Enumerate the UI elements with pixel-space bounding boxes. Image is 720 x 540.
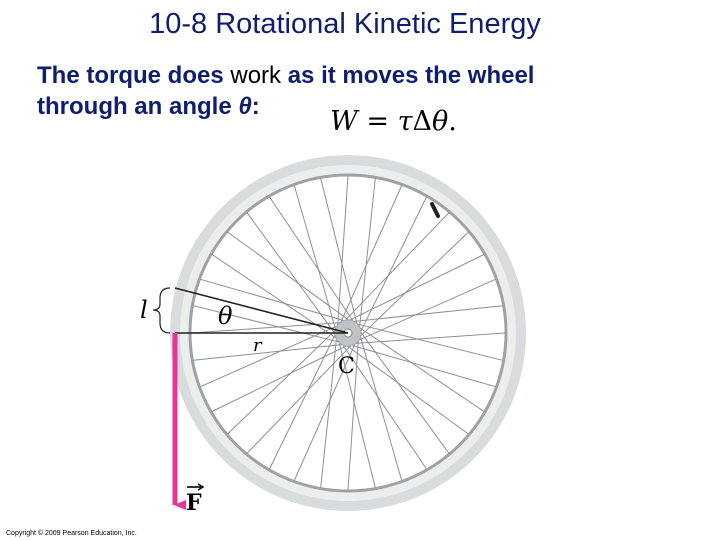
wheel-spoke (211, 343, 352, 412)
formula-equals: = (357, 106, 398, 137)
wheel-spoke (353, 278, 496, 343)
wheel-spoke (346, 343, 496, 388)
wheel-spoke (227, 325, 340, 435)
body-text-part: through an angle (37, 93, 239, 120)
wheel-spoke (293, 185, 338, 335)
theta-symbol: θ (238, 93, 252, 120)
wheel-spoke (320, 178, 359, 329)
wheel-spoke (193, 343, 348, 361)
wheel-spoke (348, 305, 503, 323)
label-force-f: F (186, 490, 202, 516)
wheel-spoke (320, 333, 338, 488)
wheel-spoke (352, 322, 503, 361)
label-l: l (140, 296, 148, 324)
wheel-spoke (246, 212, 339, 339)
label-center-c: C (338, 354, 355, 379)
wheel-spoke (358, 178, 376, 333)
wheel-spoke (340, 212, 450, 325)
wheel-spoke (211, 254, 341, 342)
wheel-spoke (336, 175, 349, 331)
wheel-spoke (356, 231, 469, 341)
wheel-spoke (342, 342, 469, 435)
wheel-spoke (344, 254, 485, 323)
vector-arrow-tip (197, 483, 205, 491)
wheel-spoke (339, 340, 427, 470)
wheel-spoke (269, 196, 357, 326)
formula-tau: τ (397, 106, 413, 137)
wheel-spoke (337, 337, 376, 488)
formula-period: . (448, 106, 457, 137)
formula-theta: θ (432, 106, 449, 137)
work-formula: W = τΔθ. (330, 106, 457, 137)
tire-valve (430, 202, 440, 218)
wheel-spoke (193, 305, 344, 344)
body-text-part: as it moves the wheel (281, 62, 535, 89)
wheel-spoke (200, 323, 343, 388)
wheel-spoke (246, 341, 356, 454)
copyright-notice: Copyright © 2009 Pearson Education, Inc. (6, 530, 137, 537)
wheel-spoke (338, 185, 403, 328)
formula-lhs: W (330, 106, 358, 137)
body-text-part: : (251, 93, 260, 120)
wheel-spoke (227, 231, 354, 324)
wheel-spoke (347, 335, 360, 491)
body-text-part: The torque does (37, 62, 231, 89)
wheel-spoke (358, 331, 403, 481)
wheel-spoke (357, 327, 450, 454)
spokes-group (190, 175, 506, 491)
wheel-spoke (293, 338, 358, 481)
slide-title: 10-8 Rotational Kinetic Energy (149, 8, 541, 40)
work-term: work (230, 62, 282, 89)
wheel-spoke (350, 332, 506, 345)
label-theta: θ (218, 302, 233, 330)
wheel-spoke (190, 321, 346, 334)
wheel-spoke (355, 324, 485, 412)
wheel-spoke (269, 329, 338, 470)
radius-line-upper (174, 287, 349, 334)
formula-delta: Δ (412, 106, 433, 137)
wheel-spoke (200, 278, 350, 323)
label-r: r (253, 335, 263, 356)
lever-arm-brace (152, 287, 171, 334)
slide-body-text: The torque does work as it moves the whe… (37, 60, 697, 122)
wheel-spoke (358, 196, 427, 337)
